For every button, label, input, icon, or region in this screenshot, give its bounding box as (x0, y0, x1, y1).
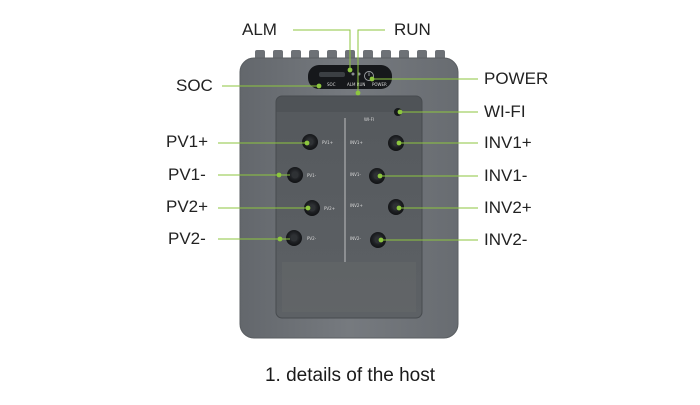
label-pv1-minus: PV1- (168, 165, 206, 184)
alm-led (351, 72, 355, 76)
svg-text:SOC: SOC (327, 82, 336, 87)
panel-marking-inv2-minus: INV2- (350, 236, 361, 241)
label-power: POWER (484, 69, 549, 88)
label-pv1-plus: PV1+ (166, 132, 209, 151)
callout-dots (276, 67, 403, 243)
inv2-plus-connector (388, 199, 404, 215)
power-button[interactable] (364, 71, 374, 81)
panel-marking-inv1-plus: INV1+ (350, 140, 363, 145)
panel-marking-pv2-minus: PV2- (307, 236, 317, 241)
label-pv2-minus: PV2- (168, 229, 206, 248)
svg-text:POWER: POWER (372, 82, 387, 87)
label-inv2-plus: INV2+ (484, 198, 532, 217)
label-run: RUN (394, 20, 431, 39)
label-inv1-plus: INV1+ (484, 133, 532, 152)
label-wifi: WI-FI (484, 102, 526, 121)
callout-lines (218, 29, 478, 241)
panel-marking-inv2-plus: INV2+ (350, 203, 363, 208)
label-pv2-plus: PV2+ (166, 197, 209, 216)
soc-bar (319, 72, 345, 77)
panel-marking-wifi: WI-FI (364, 117, 374, 122)
pv2-minus-connector (286, 230, 302, 246)
panel-marking-inv1-minus: INV1- (350, 172, 361, 177)
svg-text:ALM RUN: ALM RUN (347, 82, 365, 87)
label-soc: SOC (176, 76, 213, 95)
label-alm: ALM (242, 20, 277, 39)
panel-marking-pv1-plus: PV1+ (322, 140, 333, 145)
panel-marking-pv1-minus: PV1- (307, 173, 317, 178)
label-inv1-minus: INV1- (484, 166, 528, 185)
label-inv2-minus: INV2- (484, 230, 528, 249)
pv1-plus-connector (302, 134, 318, 150)
pv1-minus-connector (287, 167, 303, 183)
figure-caption: 1. details of the host (264, 365, 436, 386)
display-panel (308, 65, 392, 89)
pv2-plus-connector (304, 200, 320, 216)
panel-marking-pv2-plus: PV2+ (324, 206, 335, 211)
